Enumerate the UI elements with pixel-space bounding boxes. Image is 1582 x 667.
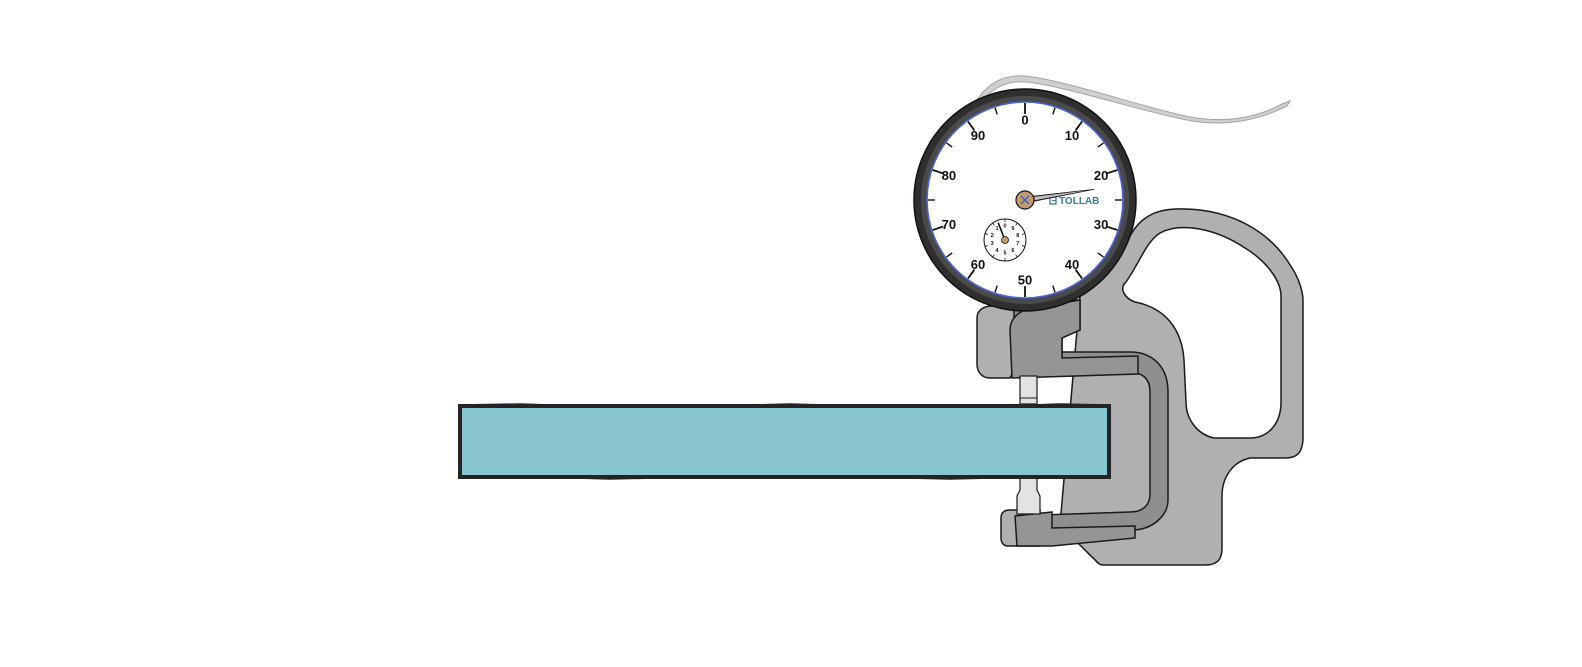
sub-dial-tick	[992, 222, 995, 226]
hub-cross-icon	[1020, 195, 1030, 205]
dial-tick	[946, 142, 953, 148]
sub-dial-label: 1	[996, 226, 999, 232]
gauge-frame-opening	[1122, 226, 1282, 439]
dial-label: 40	[1065, 257, 1079, 272]
dial-tick	[967, 120, 976, 131]
dial-label: 10	[1065, 128, 1079, 143]
sub-dial-label: 0	[1003, 224, 1006, 230]
dial-tick	[932, 169, 944, 175]
dial-tick	[1074, 120, 1083, 131]
dial-tick	[1097, 252, 1104, 258]
dial-tick	[994, 285, 998, 293]
dial-tick	[967, 269, 976, 280]
sub-dial-hub	[1001, 236, 1009, 244]
dial-tick	[1074, 269, 1083, 280]
dial-label: 90	[971, 128, 985, 143]
brand-label: TOLLAB	[1059, 196, 1099, 207]
dial-tick	[1052, 107, 1056, 115]
gauge-lower-spindle	[1016, 475, 1041, 515]
sub-dial-tick	[984, 245, 989, 247]
dial-label: 70	[942, 217, 956, 232]
sub-dial-tick	[1015, 254, 1018, 258]
sub-dial-label: 6	[1011, 248, 1014, 254]
dial-tick	[946, 252, 953, 258]
dial-tick	[1097, 142, 1104, 148]
dial-tick	[1106, 169, 1118, 175]
gauge-upper-spindle	[1019, 375, 1038, 405]
sub-dial-label: 9	[1011, 226, 1014, 232]
gauge-bottom-jaw-dark	[1014, 511, 1136, 547]
dial-label: 50	[1018, 273, 1032, 288]
sub-dial-label: 5	[1003, 251, 1006, 257]
gauge-top-jaw	[976, 305, 1015, 379]
dial-label: 20	[1094, 168, 1108, 183]
dial-ticks	[928, 103, 1122, 297]
dial-label: 80	[942, 168, 956, 183]
dial-label: 30	[1094, 217, 1108, 232]
sub-dial-label: 7	[1016, 241, 1019, 247]
dial-label: 0	[1021, 113, 1028, 128]
dial-tick	[994, 107, 998, 115]
sub-dial-tick	[984, 233, 989, 235]
sub-dial-tick	[1021, 245, 1026, 247]
specimen-bar	[458, 404, 1111, 479]
sub-dial-ticks	[984, 219, 1026, 261]
dial-tick	[1106, 225, 1118, 231]
sub-dial-tick	[1015, 222, 1018, 226]
sub-dial-label: 4	[996, 248, 1000, 254]
sub-dial-label: 2	[991, 233, 994, 239]
sub-dial-tick	[992, 254, 995, 258]
sub-dial-label: 3	[991, 241, 994, 247]
sub-dial-tick	[1021, 233, 1026, 235]
dial-label: 60	[971, 257, 985, 272]
specimen-bar-rough-edge	[459, 403, 1110, 480]
dial-tick	[932, 225, 944, 231]
dial-tick	[1052, 285, 1056, 293]
gauge-cable	[974, 75, 1292, 124]
sub-dial-label: 8	[1016, 233, 1019, 239]
